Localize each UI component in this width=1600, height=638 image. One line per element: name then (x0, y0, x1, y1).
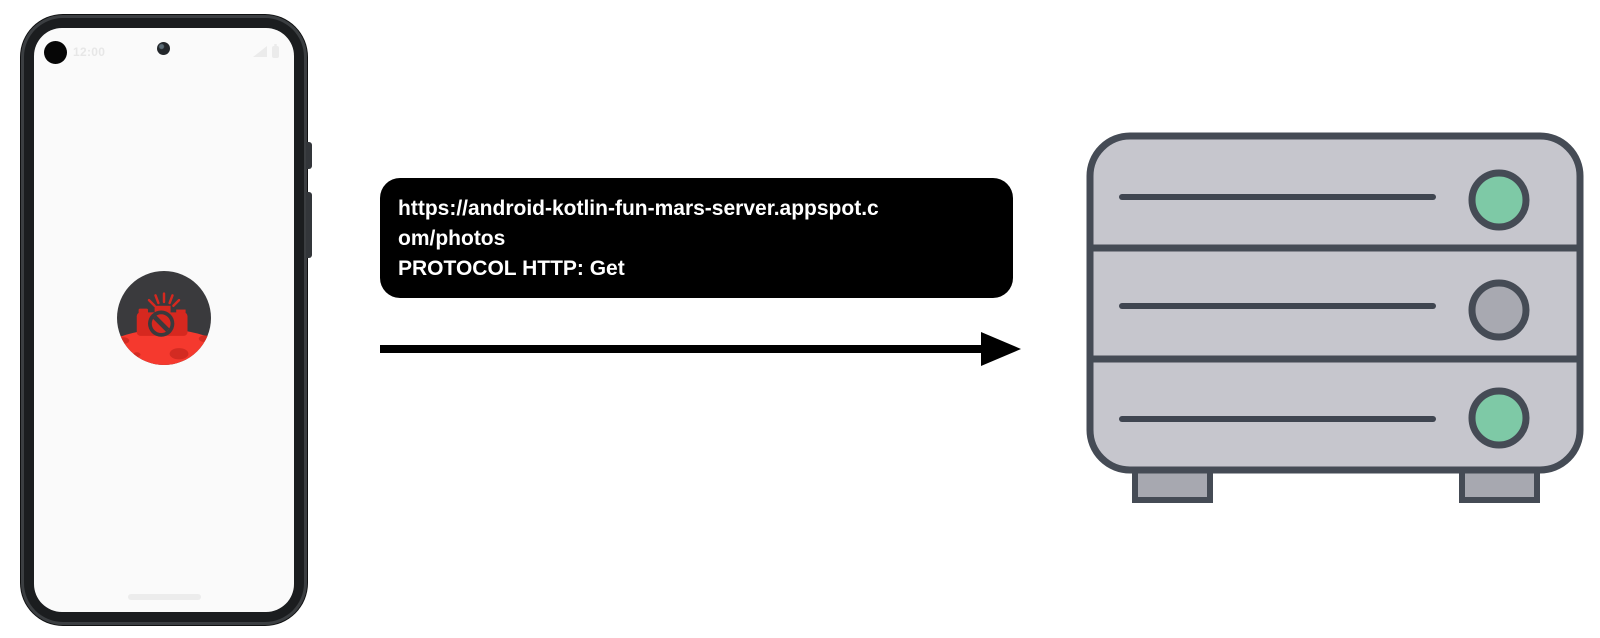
home-indicator-pill (128, 594, 201, 600)
phone-illustration: 12:00 (21, 15, 312, 625)
camera-icon (136, 305, 188, 337)
server-led-gray-middle (1468, 279, 1530, 341)
server-rack-icon (1086, 132, 1584, 503)
mars-crater (198, 335, 211, 342)
mars-crater (117, 337, 130, 344)
server-led-green-top (1468, 169, 1530, 231)
request-arrow (380, 345, 983, 353)
power-button (306, 142, 312, 169)
request-url-line-2: om/photos (398, 227, 506, 250)
right-arrow-icon (981, 332, 1021, 366)
request-box: https://android-kotlin-fun-mars-server.a… (380, 178, 1013, 298)
signal-icon (253, 46, 267, 57)
camera-flash-rays (147, 292, 181, 308)
mars-crater (169, 348, 189, 360)
mars-camera-loading-icon (117, 271, 211, 365)
phone-screen: 12:00 (34, 28, 294, 612)
battery-icon (272, 44, 279, 58)
mars-crater (132, 352, 141, 358)
volume-button (306, 192, 312, 258)
status-time: 12:00 (73, 45, 106, 59)
request-url-line-1: https://android-kotlin-fun-mars-server.a… (398, 197, 879, 220)
status-dot-icon (44, 41, 67, 64)
server-led-green-bottom (1468, 387, 1530, 449)
front-camera-icon (157, 42, 170, 55)
request-protocol-line: PROTOCOL HTTP: Get (398, 257, 625, 280)
